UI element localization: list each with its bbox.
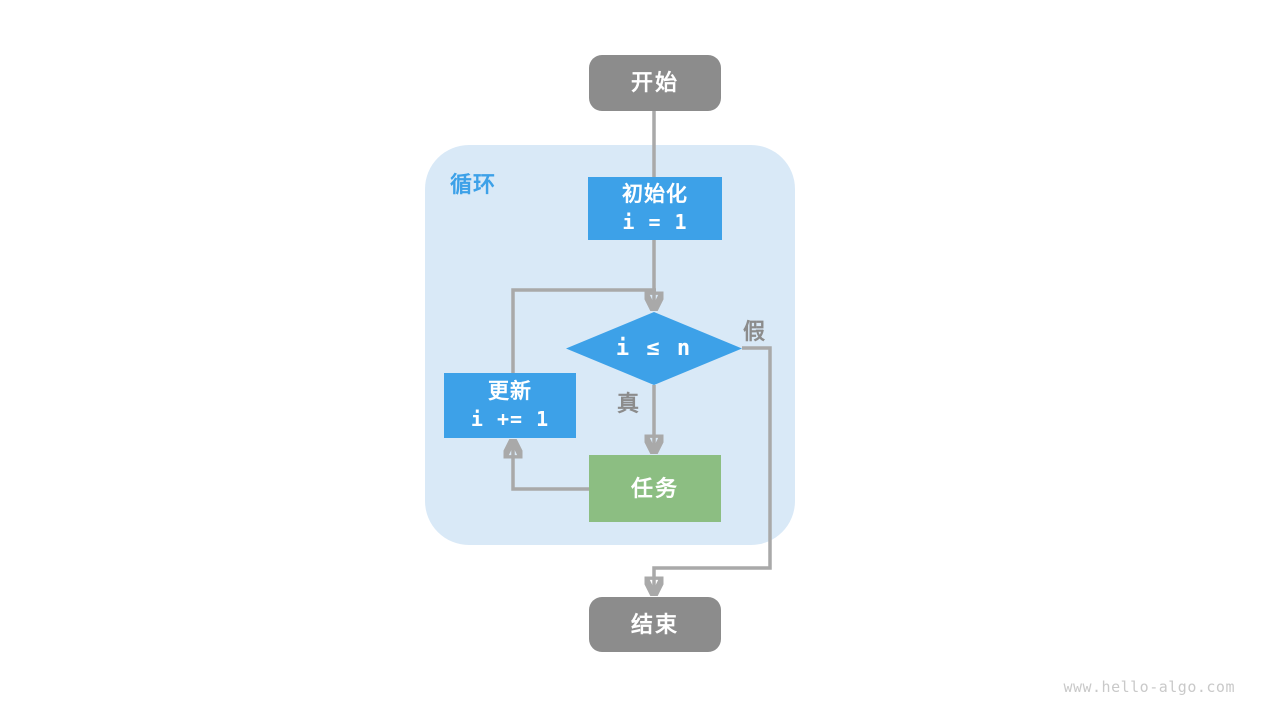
init-node-code: i = 1 [622, 210, 688, 235]
init-node-label: 初始化 [622, 182, 688, 206]
condition-node: i ≤ n [566, 312, 742, 385]
end-node-label: 结束 [630, 611, 679, 637]
edge-condition-to-end [654, 346, 772, 591]
task-node: 任务 [589, 455, 721, 522]
edge-task-to-update [513, 444, 589, 491]
edge-update-loopback [511, 288, 656, 373]
true-branch-label: 真 [617, 391, 640, 416]
condition-node-label: i ≤ n [615, 336, 693, 361]
loop-scope-label: 循环 [450, 172, 497, 197]
init-node: 初始化 i = 1 [588, 177, 722, 240]
update-node-code: i += 1 [470, 407, 550, 432]
start-node-label: 开始 [630, 70, 679, 96]
update-node: 更新 i += 1 [444, 373, 576, 438]
start-node: 开始 [589, 55, 721, 111]
update-node-label: 更新 [488, 379, 532, 403]
false-branch-label: 假 [743, 319, 766, 344]
site-watermark: www.hello-algo.com [1063, 678, 1235, 696]
end-node: 结束 [589, 597, 721, 652]
task-node-label: 任务 [630, 475, 679, 501]
